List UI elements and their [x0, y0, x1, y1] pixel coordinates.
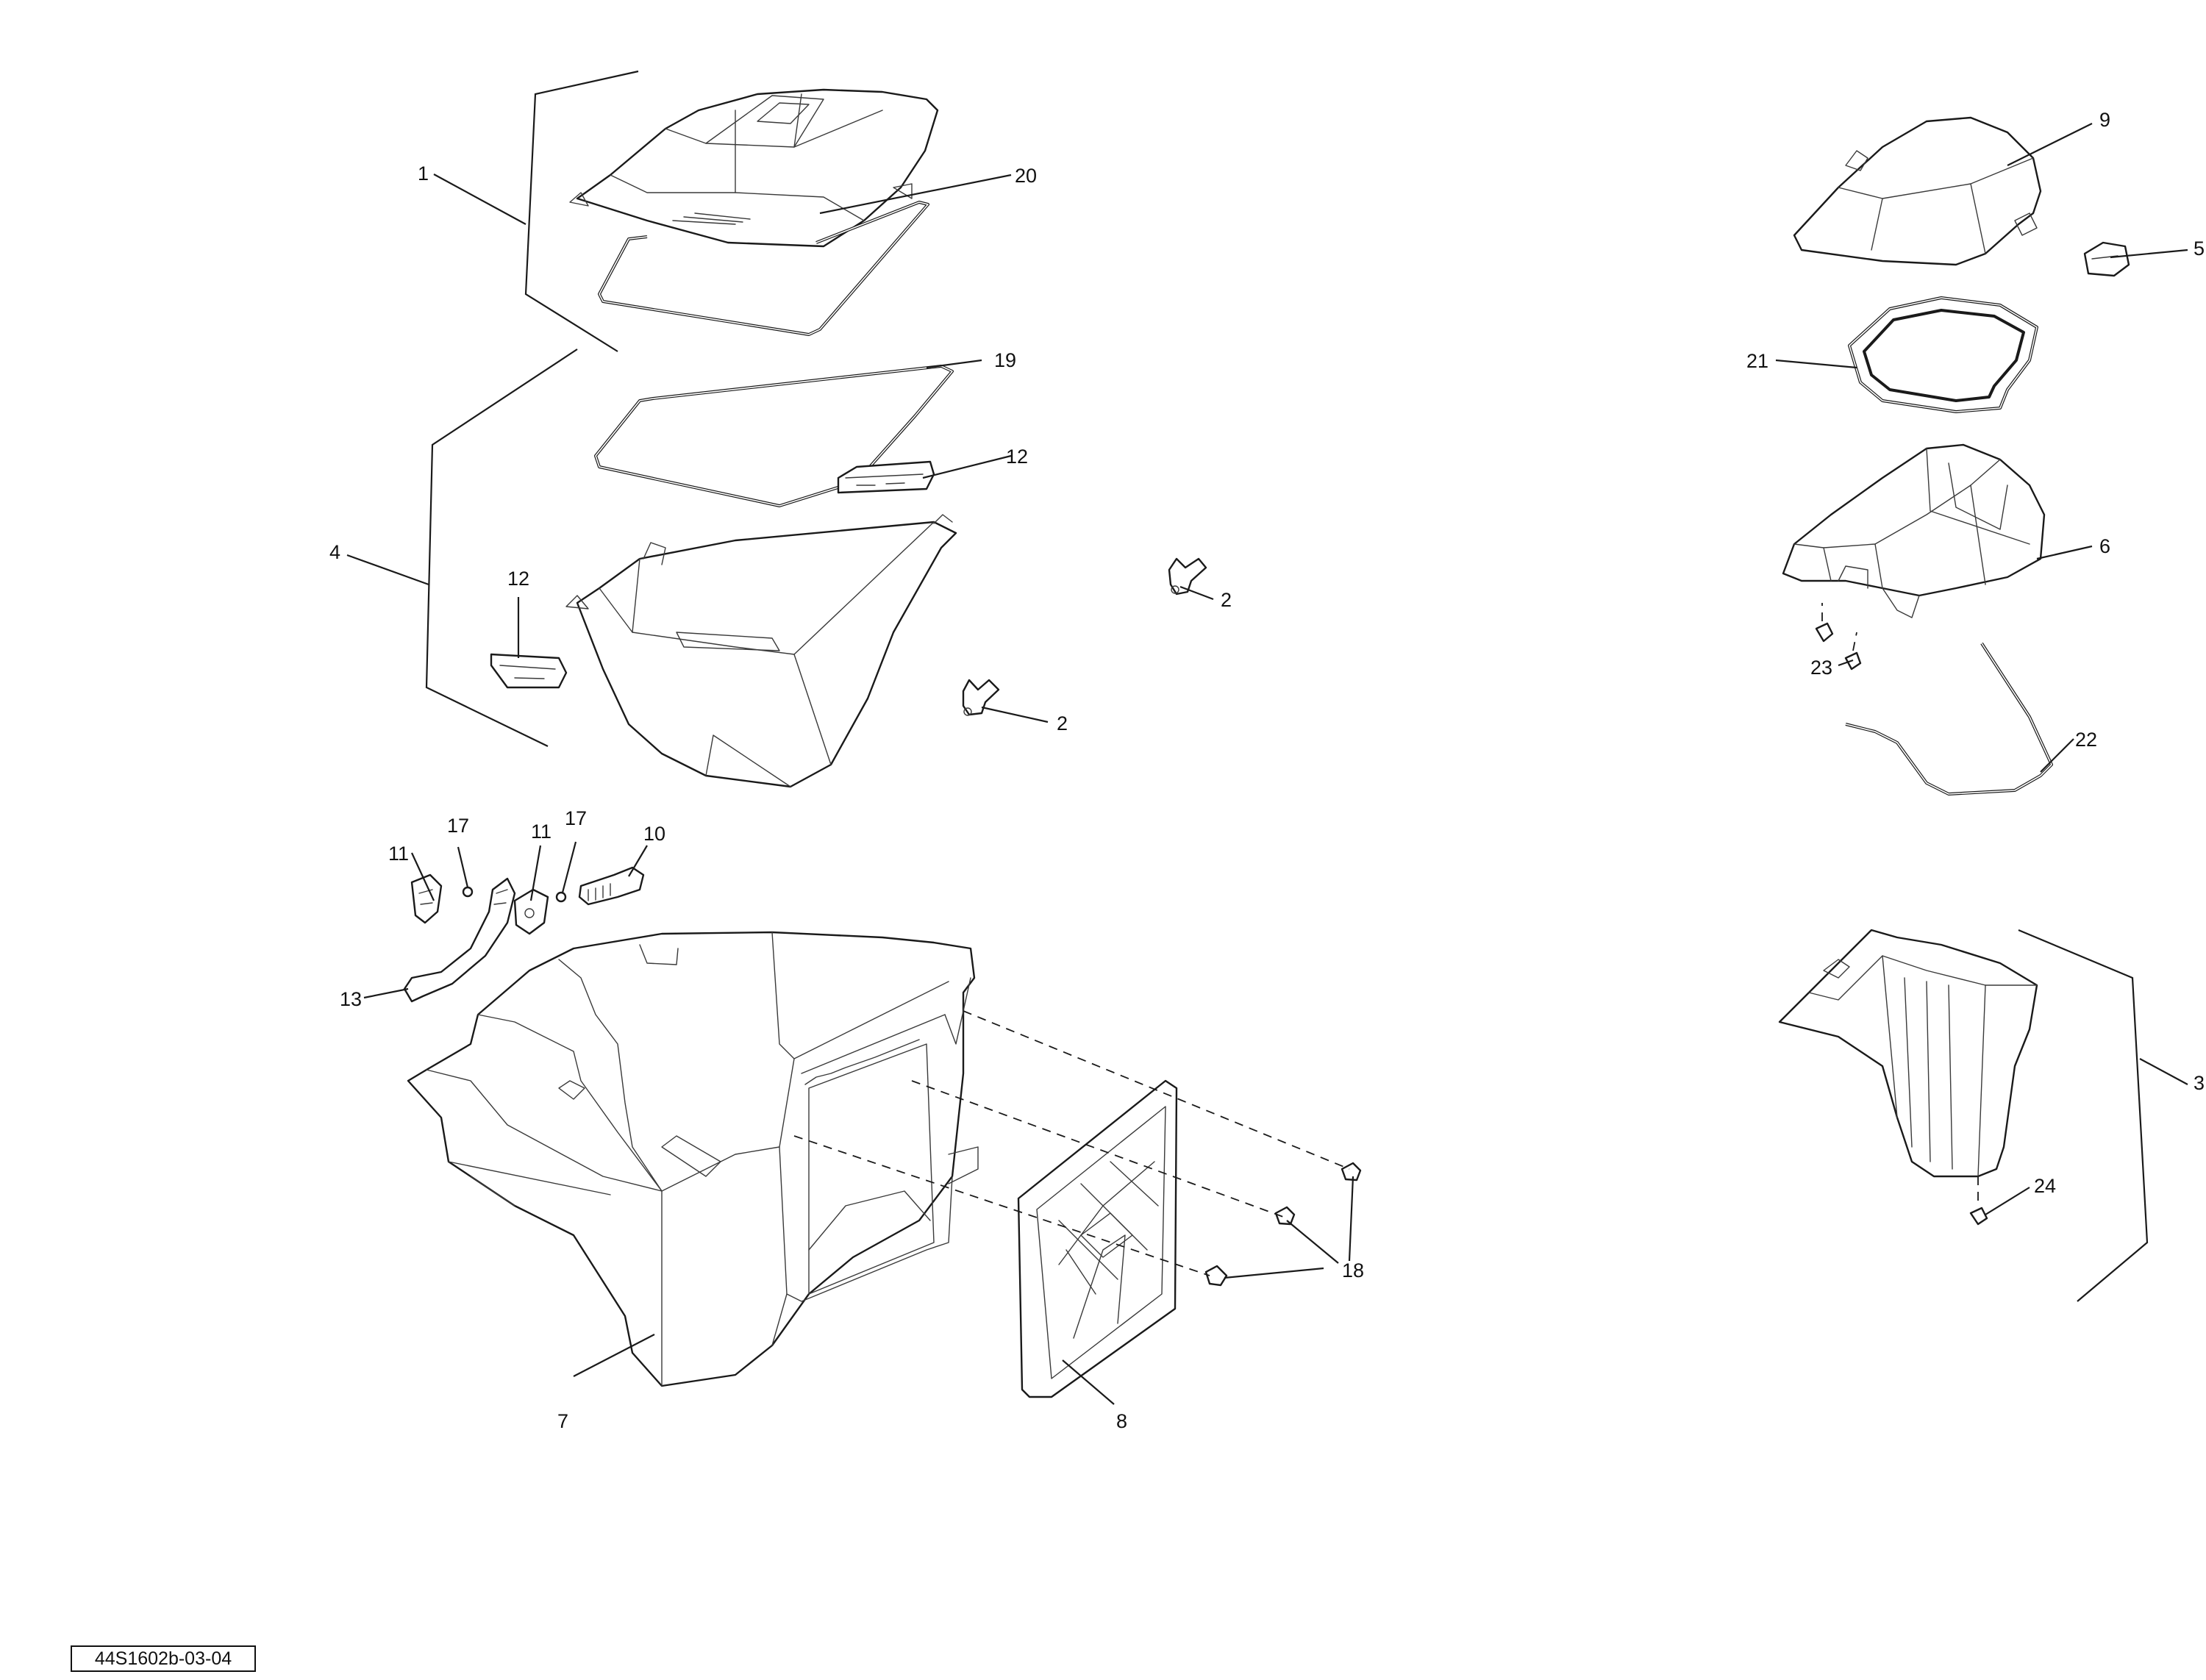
callout-24: 24 [2034, 1175, 2056, 1197]
seal-21-part [1848, 296, 2038, 413]
callout-17b: 17 [565, 807, 587, 829]
callout-5: 5 [2193, 237, 2205, 260]
lid-seal-part [598, 201, 929, 336]
seal-19-part [594, 365, 954, 507]
hinge-2-upper [1168, 557, 1207, 596]
callout-22: 22 [2075, 729, 2097, 751]
callout-6: 6 [2099, 535, 2110, 557]
callout-labels: 1 20 19 12 12 4 2 2 9 5 21 6 23 22 17 11… [329, 109, 2205, 1432]
small-parts-11-13-17-10 [403, 866, 645, 1003]
panel-8-part [1017, 1079, 1178, 1398]
bin-3-part [1778, 929, 2038, 1226]
callout-23: 23 [1810, 657, 1832, 679]
diagram-reference-code: 44S1602b-03-04 [71, 1645, 256, 1672]
tray-4-part [565, 514, 957, 788]
fasteners-18 [1204, 1162, 1362, 1287]
callout-19: 19 [994, 349, 1016, 371]
callout-12b: 12 [507, 568, 529, 590]
callout-18: 18 [1342, 1259, 1364, 1282]
callout-13: 13 [340, 988, 362, 1010]
callout-17a: 17 [447, 815, 469, 837]
lid-part [569, 88, 939, 248]
hinge-2-lower [962, 679, 1000, 716]
callout-20: 20 [1015, 165, 1037, 187]
callout-8: 8 [1116, 1410, 1127, 1432]
bracket-6-part [1782, 443, 2046, 618]
callout-7: 7 [557, 1410, 568, 1432]
callout-3: 3 [2193, 1072, 2205, 1094]
callout-11b: 11 [531, 821, 552, 843]
callout-4: 4 [329, 541, 340, 563]
group-brackets [425, 70, 2149, 1302]
cover-9-part [1793, 116, 2042, 266]
latch-12-lower [490, 653, 568, 689]
leader-lines [346, 123, 2188, 1405]
callout-10: 10 [643, 823, 665, 845]
callout-11a: 11 [388, 843, 409, 865]
callout-9: 9 [2099, 109, 2110, 131]
callout-21: 21 [1746, 350, 1768, 372]
wire-22-part [1845, 642, 2053, 796]
callout-1: 1 [418, 162, 429, 185]
main-box-7-part [407, 931, 979, 1387]
latch-12-upper [837, 460, 935, 494]
assembly-dash-lines [793, 1010, 1350, 1276]
callout-2a: 2 [1221, 589, 1232, 611]
callout-12a: 12 [1006, 446, 1028, 468]
cap-5-part [2083, 241, 2130, 277]
callout-2b: 2 [1057, 712, 1068, 734]
